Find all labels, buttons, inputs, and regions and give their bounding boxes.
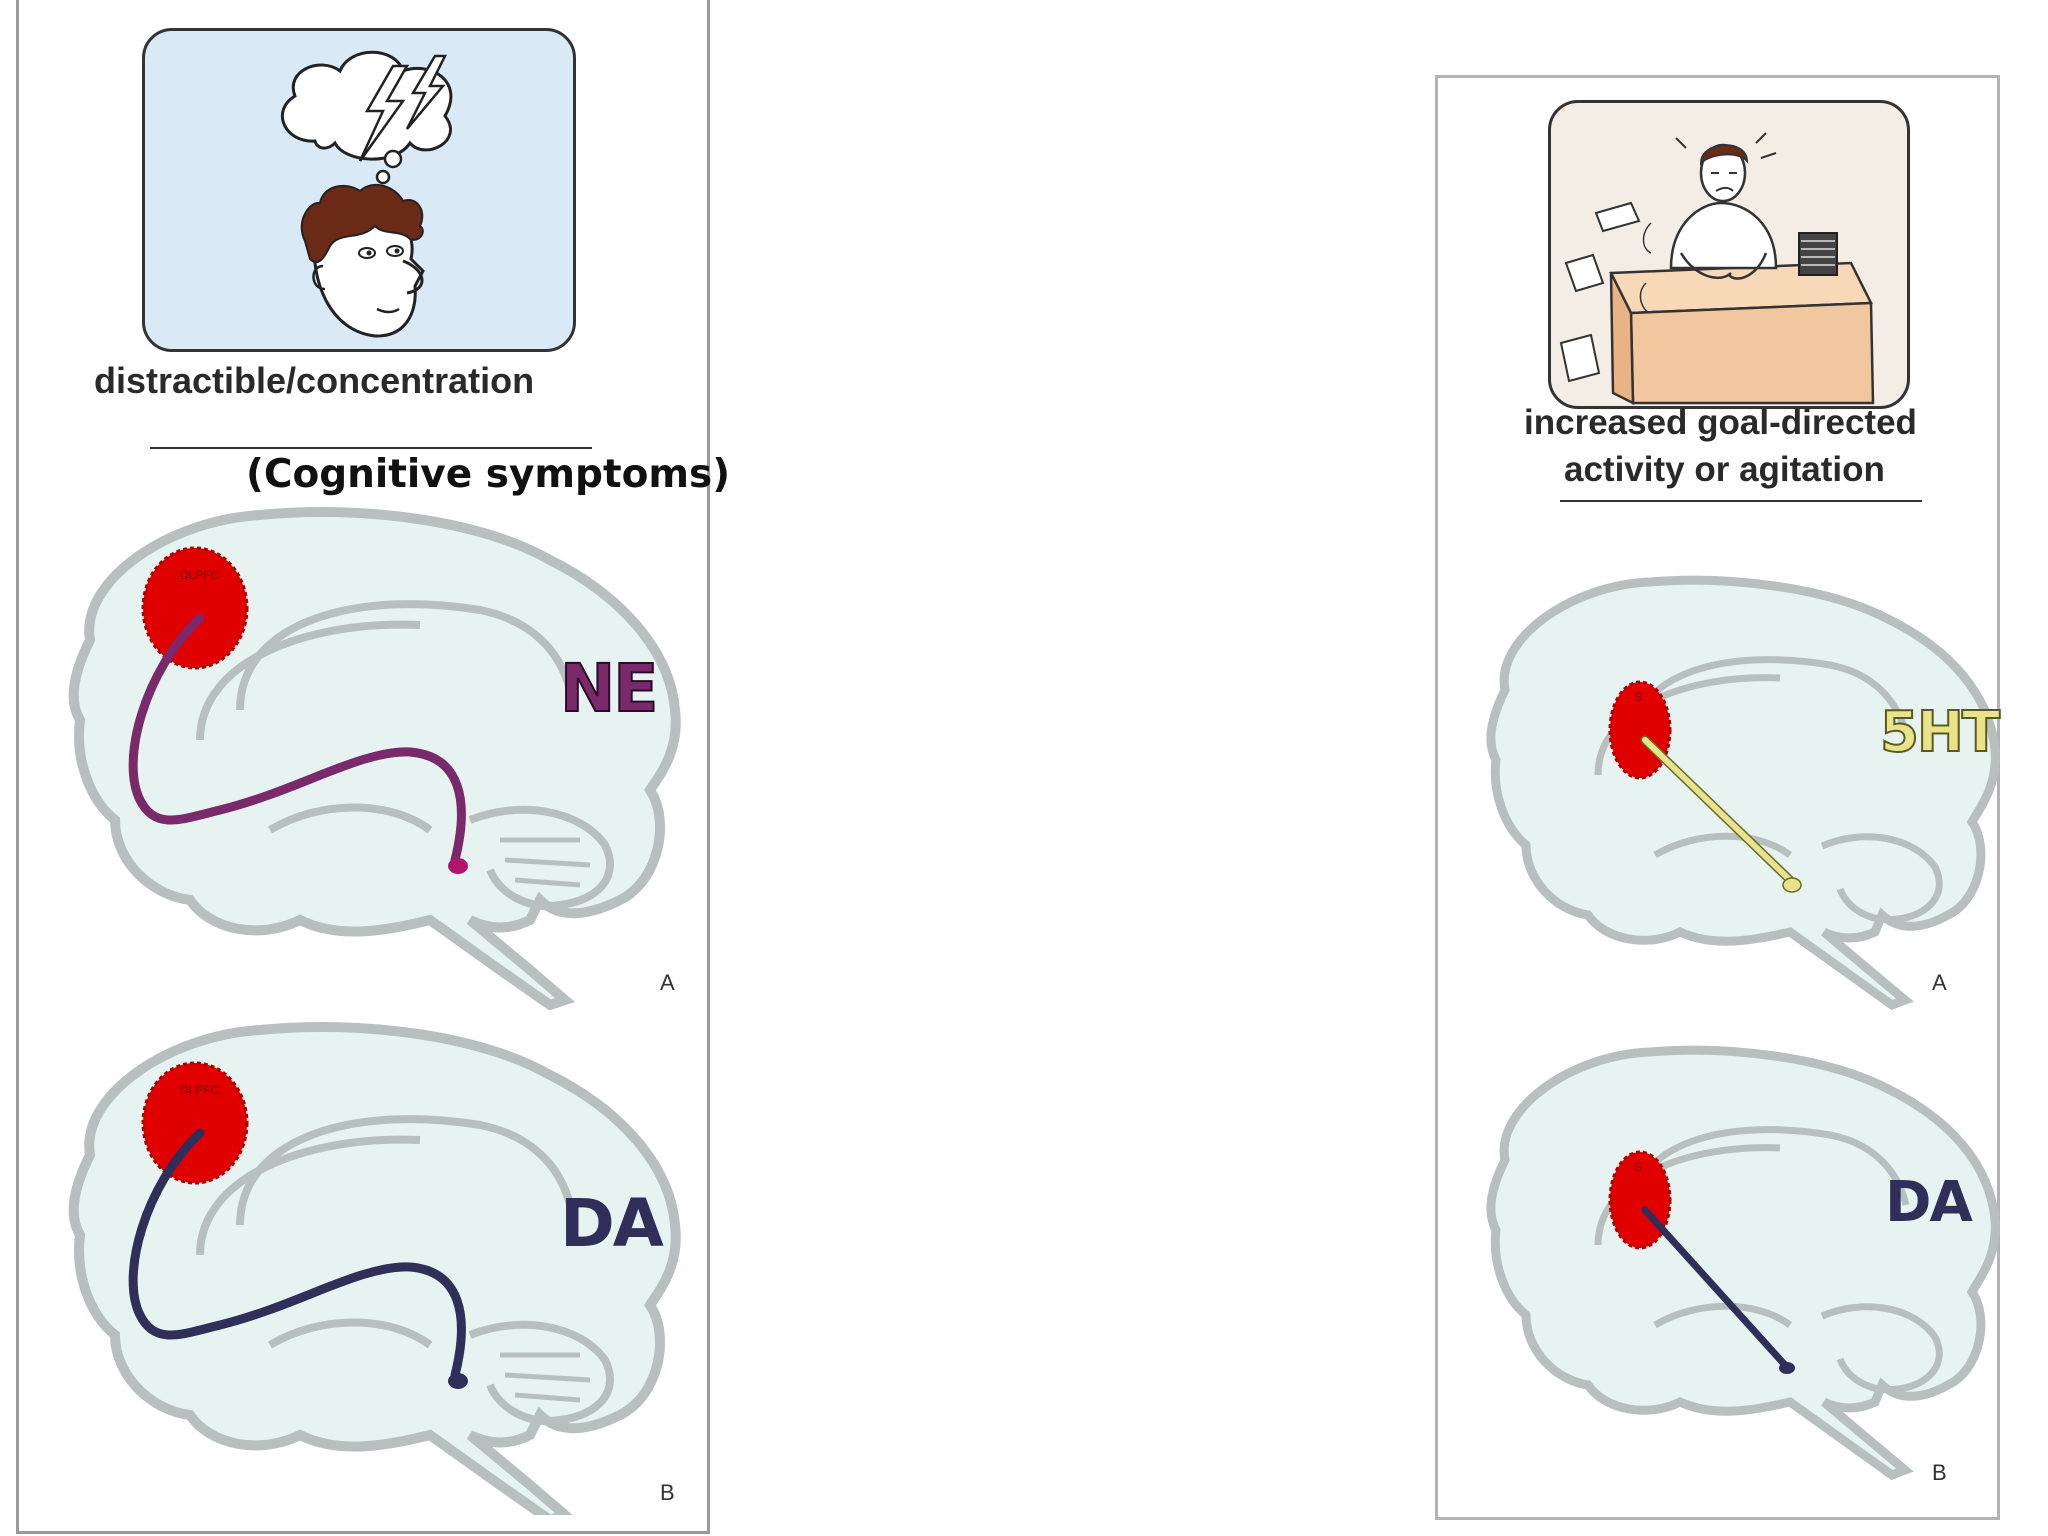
left-a-region-label: DLPFC: [180, 568, 220, 582]
agitated-person-illustration: [1548, 100, 1910, 409]
left-a-letter: A: [660, 970, 675, 995]
right-brain-figure-a: S 5HT A: [1480, 570, 2001, 1020]
right-caption-rule: [1560, 500, 1922, 502]
dlpfc-region-icon: [141, 1061, 249, 1185]
right-a-nt-label: 5HT: [1879, 699, 2001, 766]
left-brain-figure-a: DLPFC NE A: [60, 500, 700, 1020]
right-a-letter: A: [1932, 970, 1947, 995]
left-b-letter: B: [660, 1480, 675, 1505]
right-b-region-label: S: [1634, 1160, 1643, 1174]
left-b-nt-label: DA: [560, 1185, 664, 1262]
brain-outline-icon: [1486, 575, 2000, 1011]
left-caption-rule: [150, 447, 592, 449]
right-caption-line2: activity or agitation: [1564, 450, 1885, 489]
distracted-person-illustration: [142, 28, 576, 352]
left-caption: distractible/concentration: [94, 360, 535, 401]
right-brain-figure-b: S DA B: [1480, 1040, 2000, 1510]
brain-outline-icon: [1486, 1045, 2000, 1481]
left-subtitle: (Cognitive symptoms): [246, 452, 731, 497]
right-a-region-label: S: [1634, 690, 1643, 704]
right-caption-line1: increased goal-directed: [1524, 403, 1917, 442]
left-b-region-label: DLPFC: [180, 1083, 220, 1097]
left-a-nt-label: NE: [559, 649, 659, 728]
left-brain-figure-b: DLPFC DA B: [60, 1015, 700, 1526]
right-b-nt-label: DA: [1885, 1170, 1973, 1235]
desk-person-icon: [1559, 132, 1875, 406]
thinking-head-icon: [281, 50, 453, 338]
dlpfc-region-icon: [141, 546, 249, 670]
right-b-letter: B: [1932, 1460, 1947, 1485]
